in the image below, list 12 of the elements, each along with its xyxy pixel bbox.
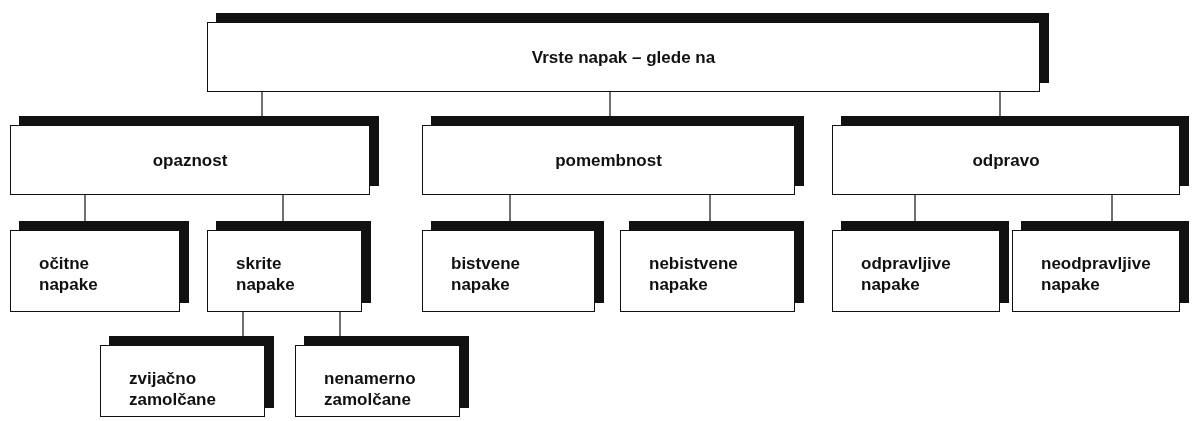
category-label: odpravo — [971, 149, 1041, 171]
category-label: odpravljive napake — [861, 253, 951, 295]
category-label: nenamerno zamolčane — [324, 368, 416, 410]
category-label: Vrste napak – glede na — [530, 46, 717, 68]
category-label: pomembnost — [554, 149, 663, 171]
category-label: bistvene napake — [451, 253, 520, 295]
category-label: očitne napake — [39, 253, 98, 295]
category-label: nebistvene napake — [649, 253, 738, 295]
category-label: opaznost — [151, 149, 229, 171]
category-label: neodpravljive napake — [1041, 253, 1151, 295]
category-label: skrite napake — [236, 253, 295, 295]
category-label: zvijačno zamolčane — [129, 368, 216, 410]
